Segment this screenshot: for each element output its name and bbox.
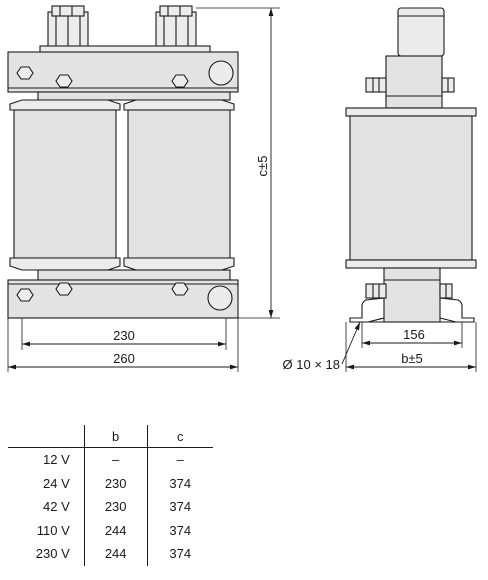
terminal-block-left bbox=[47, 5, 89, 49]
hole-dimension-label: Ø 10 × 18 bbox=[283, 357, 340, 372]
hole-leader-line bbox=[341, 321, 361, 365]
table-cell-voltage: 24 V bbox=[43, 475, 70, 491]
table-cell-voltage: 42 V bbox=[43, 499, 70, 515]
table-cell-voltage: 12 V bbox=[43, 452, 70, 468]
table-cell-b: – bbox=[83, 447, 148, 472]
terminal-block-right bbox=[155, 5, 197, 49]
table-cell-b: 230 bbox=[83, 471, 148, 495]
side-view: 156 b±5 Ø 10 × 18 bbox=[283, 7, 477, 372]
coil-left bbox=[9, 99, 121, 271]
table-cell-c: – bbox=[146, 447, 213, 472]
front-view: 230 260 c±5 bbox=[7, 5, 280, 372]
table-header-c: c bbox=[146, 425, 213, 448]
nut-icon bbox=[171, 282, 189, 296]
table-cell-voltage: 230 V bbox=[35, 546, 70, 562]
core-body bbox=[349, 115, 473, 261]
table-cell-c: 374 bbox=[146, 495, 213, 519]
nut-icon bbox=[55, 74, 73, 88]
mounting-hole-icon bbox=[207, 285, 233, 311]
nut-icon bbox=[16, 66, 34, 80]
top-frame bbox=[7, 51, 239, 93]
table-cell-c: 374 bbox=[146, 542, 213, 566]
nut-icon bbox=[55, 282, 73, 296]
table-row: 12 V – – bbox=[8, 447, 213, 472]
table-header-b: b bbox=[83, 425, 148, 448]
transformer-drawing: 230 260 c±5 bbox=[7, 5, 477, 372]
specification-table: b c 12 V – – 24 V 230 374 42 V 230 374 1… bbox=[8, 425, 213, 566]
table-row: 24 V 230 374 bbox=[8, 471, 213, 495]
dimension-label-260: 260 bbox=[113, 351, 135, 366]
table-cell-c: 374 bbox=[146, 518, 213, 542]
table-row: 110 V 244 374 bbox=[8, 518, 213, 542]
table-cell-c: 374 bbox=[146, 471, 213, 495]
terminal-head bbox=[397, 7, 445, 57]
table-cell-b: 244 bbox=[83, 542, 148, 566]
dimension-label-b: b±5 bbox=[401, 351, 423, 366]
table-header-voltage bbox=[8, 425, 85, 448]
table-cell-b: 244 bbox=[83, 518, 148, 542]
table-cell-voltage: 110 V bbox=[36, 522, 70, 538]
dimension-label-156: 156 bbox=[403, 327, 425, 342]
coil-right bbox=[123, 99, 235, 271]
table-row: 42 V 230 374 bbox=[8, 495, 213, 519]
mounting-foot-left bbox=[349, 297, 385, 323]
bottom-frame bbox=[7, 279, 239, 319]
table-row: 230 V 244 374 bbox=[8, 542, 213, 566]
dimension-label-height: c±5 bbox=[255, 156, 270, 177]
nut-icon bbox=[16, 288, 34, 302]
mounting-foot-right bbox=[439, 297, 475, 323]
mounting-hole-icon bbox=[208, 60, 234, 86]
nut-icon bbox=[171, 74, 189, 88]
dimension-label-230: 230 bbox=[113, 328, 135, 343]
table-header-row: b c bbox=[8, 425, 213, 448]
table-cell-b: 230 bbox=[83, 495, 148, 519]
